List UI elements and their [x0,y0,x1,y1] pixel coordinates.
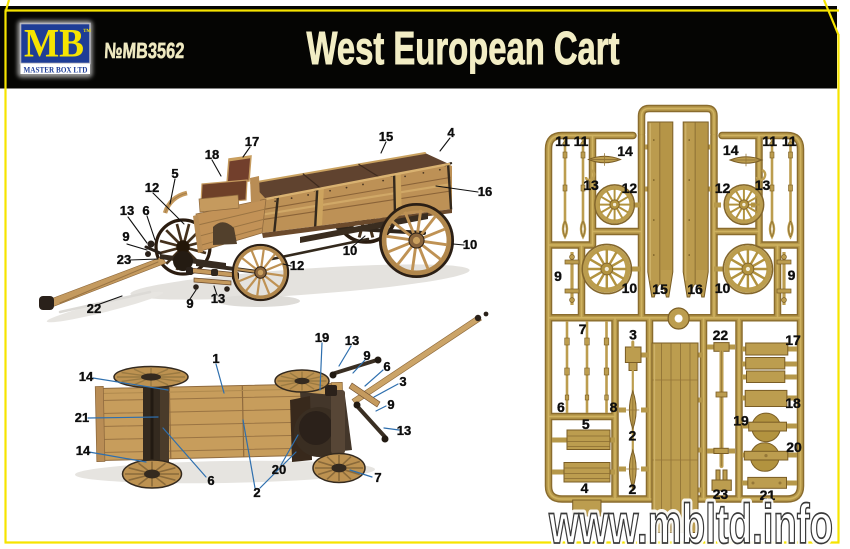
svg-text:MASTER BOX LTD: MASTER BOX LTD [24,65,88,74]
svg-text:15: 15 [652,281,668,297]
svg-text:www.mbltd.info: www.mbltd.info [548,492,833,549]
svg-text:20: 20 [272,462,286,477]
svg-text:7: 7 [374,470,381,485]
svg-text:10: 10 [622,280,638,296]
svg-text:16: 16 [687,281,703,297]
svg-text:13: 13 [120,203,134,218]
svg-text:West European Cart: West European Cart [307,22,620,74]
svg-text:14: 14 [723,142,739,158]
svg-text:13: 13 [345,333,359,348]
svg-text:22: 22 [713,327,729,343]
svg-text:14: 14 [76,443,91,458]
svg-text:™: ™ [83,27,91,36]
svg-text:20: 20 [786,439,802,455]
svg-text:17: 17 [785,332,801,348]
svg-text:1: 1 [212,351,219,366]
svg-text:16: 16 [478,184,492,199]
svg-text:11: 11 [762,133,777,149]
svg-text:21: 21 [760,487,776,503]
svg-text:10: 10 [715,280,731,296]
svg-text:11: 11 [555,133,570,149]
svg-text:MB: MB [24,21,84,66]
svg-text:2: 2 [253,485,260,500]
svg-text:22: 22 [87,301,101,316]
svg-text:13: 13 [211,291,225,306]
svg-text:14: 14 [79,369,94,384]
svg-text:11: 11 [782,133,797,149]
svg-text:2: 2 [629,481,637,497]
svg-text:15: 15 [379,129,393,144]
svg-text:12: 12 [622,180,638,196]
svg-text:11: 11 [574,133,589,149]
svg-text:10: 10 [343,243,357,258]
svg-text:19: 19 [315,330,329,345]
svg-text:17: 17 [245,134,259,149]
svg-text:19: 19 [733,413,749,429]
svg-text:23: 23 [117,252,131,267]
svg-text:13: 13 [583,177,599,193]
svg-text:13: 13 [397,423,411,438]
svg-text:7: 7 [579,321,587,337]
svg-text:9: 9 [554,268,562,284]
svg-text:18: 18 [205,147,219,162]
svg-text:14: 14 [617,143,633,159]
svg-text:9: 9 [186,296,193,311]
svg-text:4: 4 [581,480,589,496]
svg-text:№MB3562: №MB3562 [104,38,185,63]
svg-text:9: 9 [122,229,129,244]
svg-text:9: 9 [363,348,370,363]
svg-text:6: 6 [207,473,214,488]
svg-text:4: 4 [447,125,455,140]
svg-text:5: 5 [582,416,590,432]
svg-text:10: 10 [463,237,477,252]
svg-text:12: 12 [145,180,159,195]
svg-text:6: 6 [557,399,565,415]
svg-text:13: 13 [755,177,771,193]
svg-text:www.mbltd.info: www.mbltd.info [548,492,833,549]
svg-text:5: 5 [171,166,178,181]
svg-text:3: 3 [629,327,637,343]
svg-text:2: 2 [629,428,637,444]
svg-text:18: 18 [785,395,801,411]
svg-text:8: 8 [610,399,618,415]
svg-text:3: 3 [399,374,406,389]
svg-text:12: 12 [290,258,304,273]
svg-text:9: 9 [788,267,796,283]
svg-text:12: 12 [715,180,731,196]
svg-text:6: 6 [142,203,149,218]
svg-text:23: 23 [713,486,729,502]
svg-text:9: 9 [387,397,394,412]
svg-text:21: 21 [75,410,89,425]
svg-text:6: 6 [383,359,390,374]
